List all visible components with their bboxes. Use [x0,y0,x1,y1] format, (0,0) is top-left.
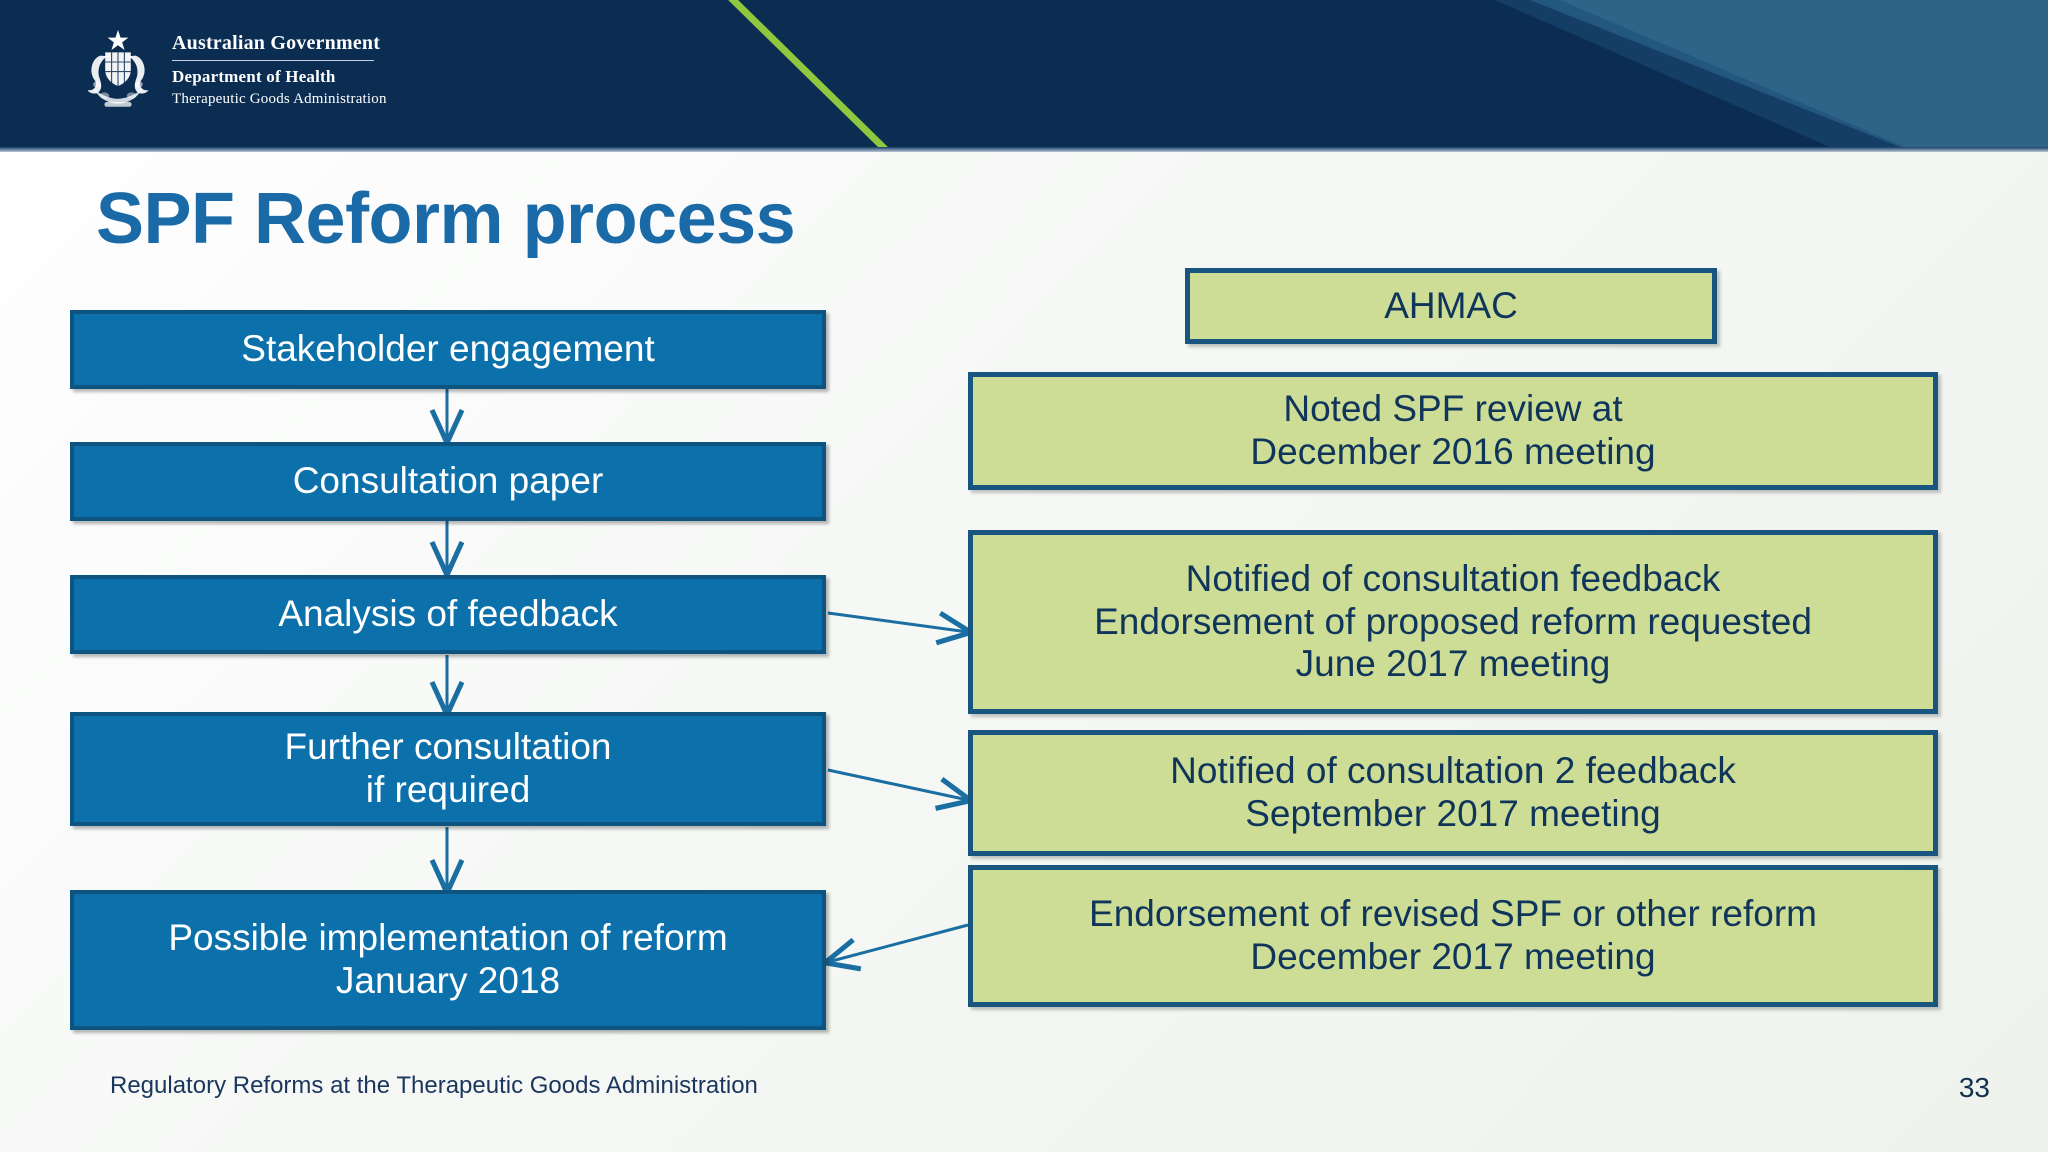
gov-wordmark-line3: Therapeutic Goods Administration [172,91,387,108]
process-step-line: Further consultation [284,726,612,768]
page-number: 33 [1958,1072,1990,1103]
page-title: SPF Reform process [96,179,796,259]
wordmark-divider [172,60,374,62]
banner-graphics [0,0,2048,152]
gov-wordmark-line1: Australian Government [172,31,381,54]
ahmac-notified-consultation-2-feedback-box[interactable]: Notified of consultation 2 feedback Sept… [968,730,1938,856]
ahmac-line: June 2017 meeting [1295,643,1611,685]
process-step-line: January 2018 [335,960,561,1001]
process-step-line: Analysis of feedback [278,593,618,635]
process-step-stakeholder-engagement[interactable]: Stakeholder engagement [70,310,826,389]
process-step-line: if required [365,769,531,810]
connector-further-consultation-to-ahmac-sept2017 [827,768,968,800]
ahmac-line: Notified of consultation 2 feedback [1170,750,1736,792]
gov-wordmark-line2: Department of Health [172,67,336,87]
process-step-possible-implementation[interactable]: Possible implementation of reform Januar… [70,890,826,1030]
process-step-consultation-paper[interactable]: Consultation paper [70,442,826,521]
ahmac-line: Endorsement of revised SPF or other refo… [1089,893,1817,935]
ahmac-line: September 2017 meeting [1245,793,1661,834]
process-step-line: Possible implementation of reform [168,917,728,959]
connector-analysis-to-ahmac-june2017 [827,613,968,632]
ahmac-heading-box[interactable]: AHMAC [1185,268,1717,344]
banner-underline [0,147,2048,152]
process-step-analysis-of-feedback[interactable]: Analysis of feedback [70,575,826,654]
header-banner: Australian Government Department of Heal… [0,0,2048,152]
australian-coat-of-arms-icon [87,30,149,107]
ahmac-line: AHMAC [1384,284,1518,326]
connector-ahmac-dec2017-to-implementation [828,923,969,962]
process-step-further-consultation[interactable]: Further consultation if required [70,712,826,826]
process-step-line: Consultation paper [292,460,604,502]
ahmac-line: Noted SPF review at [1283,388,1623,430]
ahmac-line: December 2016 meeting [1250,431,1656,472]
ahmac-noted-spf-review-box[interactable]: Noted SPF review at December 2016 meetin… [968,372,1938,490]
ahmac-notified-consultation-feedback-box[interactable]: Notified of consultation feedback Endors… [968,530,1938,714]
process-step-line: Stakeholder engagement [241,328,655,370]
ahmac-endorsement-revised-spf-box[interactable]: Endorsement of revised SPF or other refo… [968,865,1938,1007]
government-branding: Australian Government Department of Heal… [78,28,387,112]
ahmac-line: Endorsement of proposed reform requested [1094,600,1812,642]
ahmac-line: December 2017 meeting [1250,936,1656,977]
footer-caption: Regulatory Reforms at the Therapeutic Go… [110,1072,758,1099]
ahmac-line: Notified of consultation feedback [1185,557,1721,599]
